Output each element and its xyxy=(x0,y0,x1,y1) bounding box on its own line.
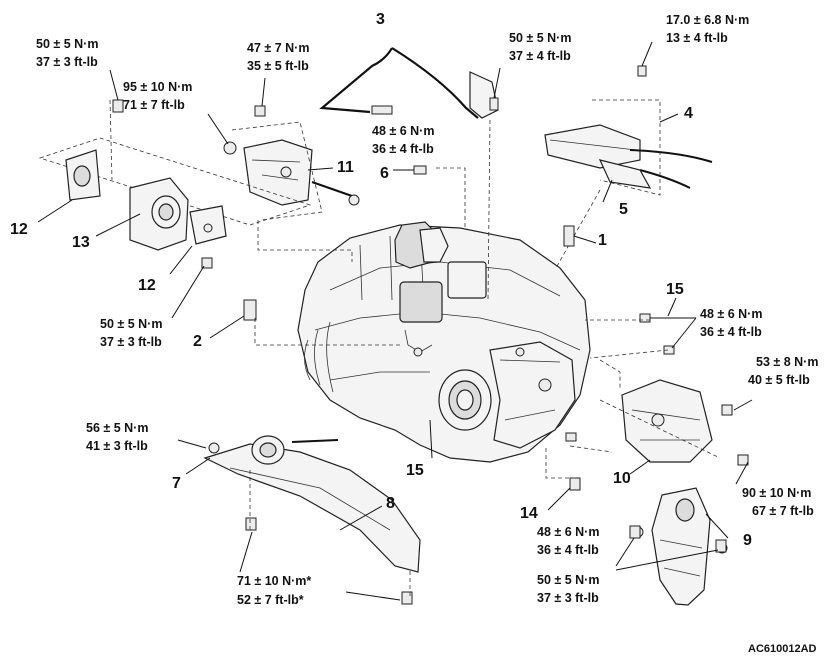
torque-label: 36 ± 4 ft-lb xyxy=(372,142,434,156)
callout-4: 4 xyxy=(684,105,693,122)
torque-label: 50 ± 5 N·m xyxy=(36,37,98,51)
torque-label: 37 ± 4 ft-lb xyxy=(509,49,571,63)
callout-5: 5 xyxy=(619,201,628,218)
callout-12: 12 xyxy=(10,221,28,238)
left-mount-insulator xyxy=(38,99,312,251)
select-cable-bracket xyxy=(544,99,713,269)
torque-label: 50 ± 5 N·m xyxy=(537,573,599,587)
torque-label: 48 ± 6 N·m xyxy=(372,124,434,138)
bolt-icon xyxy=(254,105,266,117)
bolt-icons xyxy=(112,65,749,605)
sensor-icon xyxy=(243,299,257,321)
callout-2: 2 xyxy=(193,333,202,350)
sensor-icon xyxy=(563,225,575,247)
torque-label: 35 ± 5 ft-lb xyxy=(247,59,309,73)
bolt-icon xyxy=(663,345,675,355)
bolt-icon xyxy=(637,65,647,77)
torque-label: 36 ± 4 ft-lb xyxy=(700,325,762,339)
bolt-icon xyxy=(201,257,213,269)
callout-14: 14 xyxy=(520,505,538,522)
bolt-icon xyxy=(245,517,257,531)
leader-lines xyxy=(37,41,753,601)
crossmember-bracket xyxy=(203,435,421,573)
torque-label: 47 ± 7 N·m xyxy=(247,41,309,55)
callout-10: 10 xyxy=(613,470,631,487)
callout-15: 15 xyxy=(666,281,684,298)
assembly-lines xyxy=(249,167,669,596)
bolt-icon xyxy=(629,525,641,539)
torque-label: 50 ± 5 N·m xyxy=(100,317,162,331)
torque-label: 90 ± 10 N·m xyxy=(742,486,811,500)
callout-8: 8 xyxy=(386,495,395,512)
callout-numbers: 1 2 3 4 5 6 7 8 9 10 11 12 12 13 14 15 1… xyxy=(10,11,752,549)
torque-label: 50 ± 5 N·m xyxy=(509,31,571,45)
callout-9: 9 xyxy=(743,532,752,549)
callout-3: 3 xyxy=(376,11,385,28)
lower-right-bracket xyxy=(632,487,728,606)
torque-label: 40 ± 5 ft-lb xyxy=(748,373,810,387)
torque-labels: 50 ± 5 N·m 37 ± 3 ft-lb 47 ± 7 N·m 35 ± … xyxy=(36,13,818,607)
transmission-mount-bracket xyxy=(231,121,360,221)
bolt-icon xyxy=(715,539,727,553)
torque-label: 71 ± 7 ft-lb xyxy=(123,98,185,112)
torque-label: 37 ± 3 ft-lb xyxy=(537,591,599,605)
bolt-icon xyxy=(112,99,124,113)
torque-label: 53 ± 8 N·m xyxy=(756,355,818,369)
right-mount-insulator xyxy=(599,379,721,463)
torque-label: 17.0 ± 6.8 N·m xyxy=(666,13,749,27)
torque-label: 67 ± 7 ft-lb xyxy=(752,504,814,518)
callout-7: 7 xyxy=(172,475,181,492)
transmission-assembly xyxy=(297,221,591,463)
callout-11: 11 xyxy=(337,159,354,176)
torque-label: 41 ± 3 ft-lb xyxy=(86,439,148,453)
torque-label: 56 ± 5 N·m xyxy=(86,421,148,435)
torque-label: 37 ± 3 ft-lb xyxy=(100,335,162,349)
callout-13: 13 xyxy=(72,234,90,251)
torque-label: 37 ± 3 ft-lb xyxy=(36,55,98,69)
torque-label: 13 ± 4 ft-lb xyxy=(666,31,728,45)
torque-label: 48 ± 6 N·m xyxy=(537,525,599,539)
torque-label: 48 ± 6 N·m xyxy=(700,307,762,321)
bolt-icon xyxy=(401,591,413,605)
nut-icon xyxy=(223,141,237,155)
callout-6: 6 xyxy=(380,165,389,182)
callout-1: 1 xyxy=(598,232,607,249)
bolt-icon xyxy=(569,477,581,491)
torque-label: 36 ± 4 ft-lb xyxy=(537,543,599,557)
callout-12: 12 xyxy=(138,277,156,294)
bolt-icon xyxy=(413,165,427,175)
bolt-icon xyxy=(721,404,733,416)
bolt-icon xyxy=(639,313,651,323)
callout-15: 15 xyxy=(406,462,424,479)
bolt-icon xyxy=(737,454,749,466)
torque-label: 71 ± 10 N·m* xyxy=(237,574,311,588)
bolt-icon xyxy=(489,97,499,111)
torque-label: 52 ± 7 ft-lb* xyxy=(237,593,304,607)
bolt-icon xyxy=(565,432,577,442)
diagram-code: AC610012AD xyxy=(748,643,817,655)
torque-label: 95 ± 10 N·m xyxy=(123,80,192,94)
